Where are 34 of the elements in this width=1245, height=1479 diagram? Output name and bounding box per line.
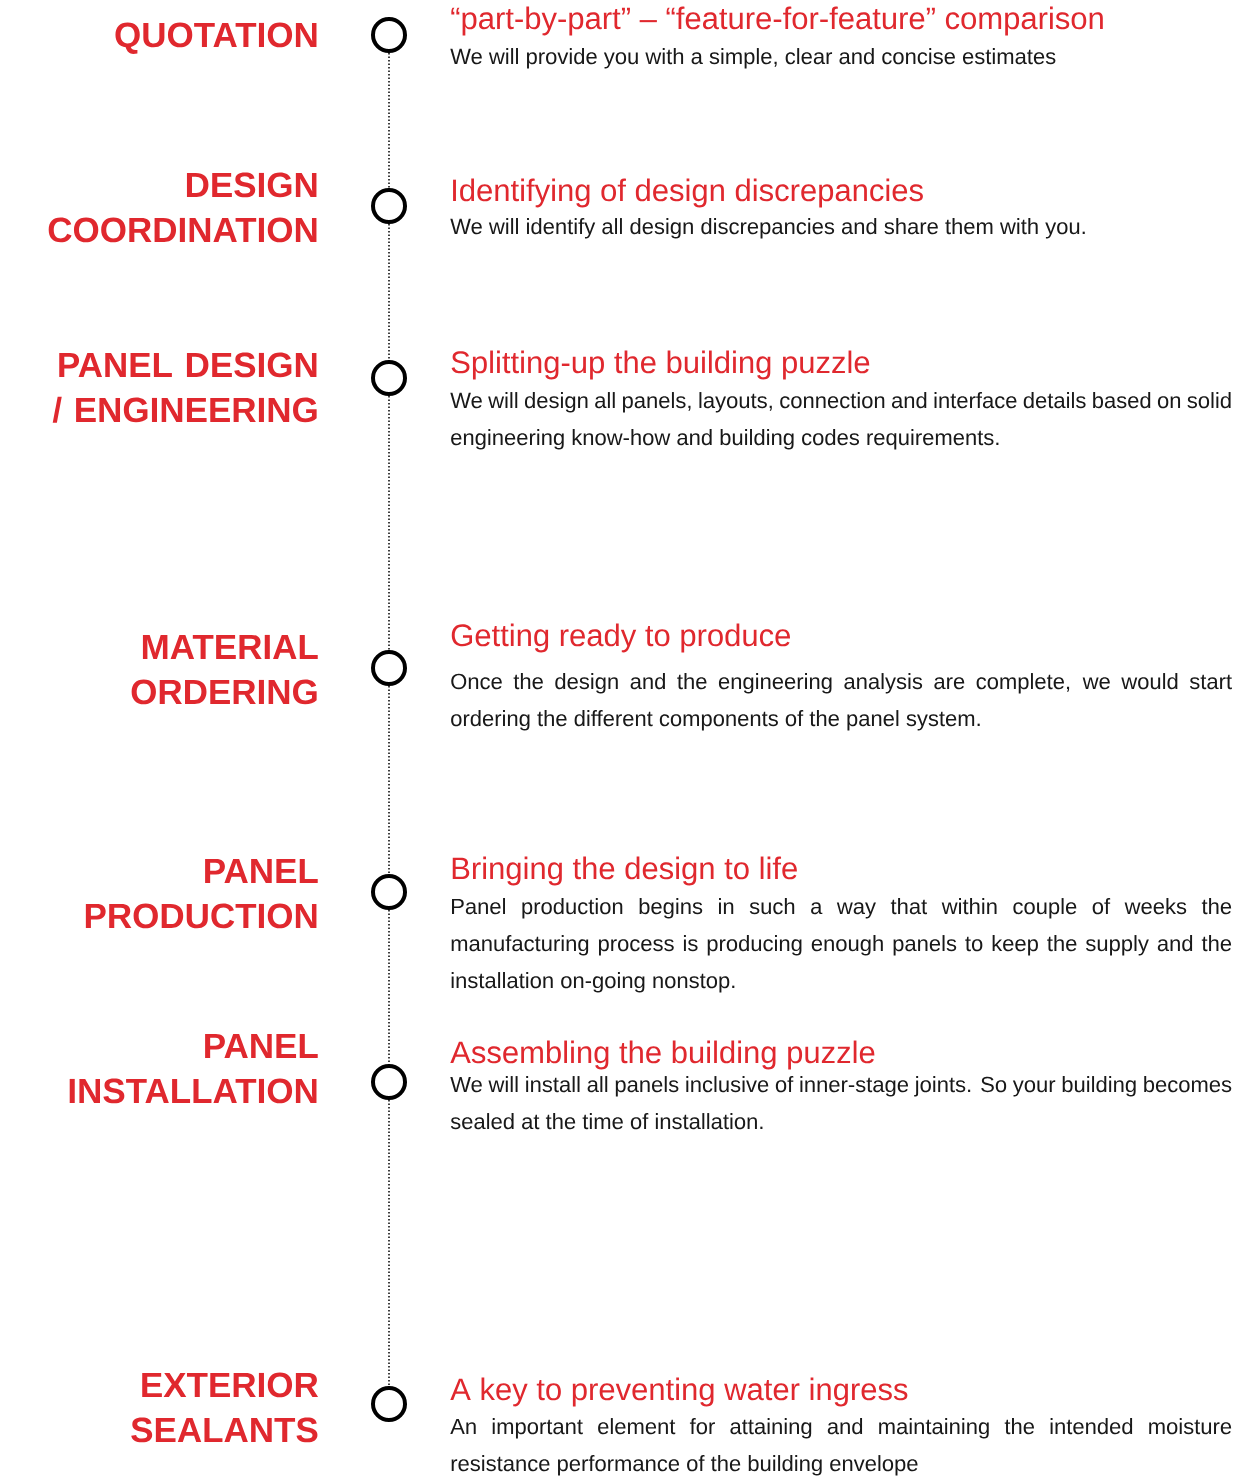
timeline-circle [371,1064,407,1100]
stage-heading: EXTERIOR SEALANTS [131,1372,319,1443]
timeline-circle [371,188,407,224]
step-title: Splitting-up the building puzzle [451,350,870,380]
dotted-connector [388,909,390,1065]
step-description: We will identify all design discrepancies and share them with you. [450,218,1085,239]
timeline-circle [371,360,407,396]
step-description: We will provide you with a simple, clear and concise estimates [450,48,1056,69]
step-title: Assembling the building puzzle [450,1040,875,1070]
stage-heading: PANEL INSTALLATION [69,1033,318,1104]
stage-heading: MATERIAL ORDERING [131,634,318,705]
step-description: We will install all panels inclusive of inner-stage joints. So your building becomes sealed at the time of installation. [450,1076,1232,1130]
dotted-connector [388,52,390,189]
stage-heading: PANEL DESIGN / ENGINEERING [52,352,317,423]
dotted-connector [388,1099,390,1387]
step-description: Panel production begins in such a way that within couple of weeks the manufacturing process is producing enough panels to keep the supply and the installation on-going nonstop. [451,898,1232,993]
dotted-connector [388,223,390,361]
step-description: We will design all panels, layouts, connection and interface details based on solid engineering know-how and building codes requirements. [450,392,1231,450]
step-title: “part-by-part” – “feature-for-feature” comparison [451,6,1103,36]
timeline-circle [371,874,407,910]
step-title: Identifying of design discrepancies [453,178,923,208]
step-description: Once the design and the engineering analysis are complete, we would start ordering the different components of the panel system. [451,673,1232,731]
step-title: Bringing the design to life [452,856,797,886]
stage-heading: PANEL PRODUCTION [85,858,318,929]
timeline-circle [371,17,407,53]
step-title: Getting ready to produce [451,623,790,653]
dotted-connector [388,685,390,875]
dotted-connector [388,395,390,651]
stage-heading: QUOTATION [115,22,317,54]
timeline-circle [371,1386,407,1422]
timeline-circle [371,650,407,686]
step-title: A key to preventing water ingress [450,1377,908,1407]
stage-heading: DESIGN COORDINATION [48,172,317,243]
step-description: An important element for attaining and maintaining the intended moisture resistance performance of the building envelope [450,1418,1232,1476]
